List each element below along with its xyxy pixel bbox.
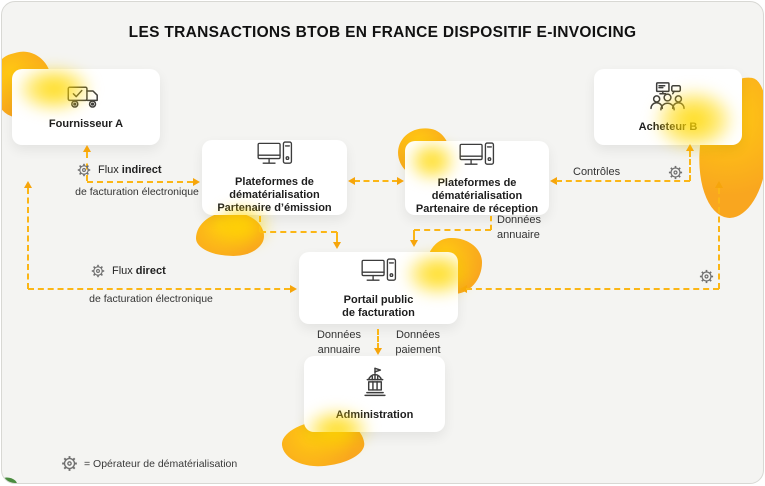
arrow-right-to-emission [193,178,200,186]
connector-controles [556,180,690,182]
node-label: Portail public de facturation [342,293,415,319]
connector-flux-direct-left-v [27,188,29,289]
node-plateforme-emission: Plateformes de dématérialisation Partena… [202,140,347,215]
connector-reception-portail-v2 [413,230,415,240]
node-administration: Administration [304,356,445,432]
leaf-decoration [2,474,18,483]
computer-icon [359,257,399,289]
flux-indirect-bold: indirect [121,164,162,176]
arrow-right-to-portail [290,285,297,293]
connector-emission-reception [354,180,398,182]
arrow-left-to-reception [550,177,557,185]
computer-icon [255,140,295,172]
label-flux-direct-sub: de facturation électronique [89,293,213,305]
truck-icon [65,84,107,112]
connector-controles-vertical [689,151,691,181]
connector-reception-portail-v1 [490,216,492,230]
buyers-group-icon [647,81,689,115]
arrow-up-to-fournisseur [83,145,91,152]
legend-text: = Opérateur de dématérialisation [84,457,238,470]
blob-emission [196,212,264,256]
connector-portail-administration [377,329,379,349]
arrow-left-to-emission [348,177,355,185]
connector-flux-indirect [87,181,193,183]
label-donnees-annuaire-bottom: Données annuaire [316,329,362,356]
label-controles: Contrôles [573,166,621,178]
arrow-up-flux-direct-left [24,181,32,188]
node-fournisseur-a: Fournisseur A [12,69,160,145]
flux-direct-bold: direct [135,265,166,277]
node-label: Acheteur B [638,120,698,133]
node-acheteur-b: Acheteur B [594,69,742,145]
node-label: Plateformes de dématérialisation Partena… [415,176,539,215]
connector-flux-direct-right-v [718,188,720,289]
flux-direct-normal: Flux [112,265,133,277]
node-label: Administration [335,408,414,421]
label-flux-indirect-sub: de facturation électronique [75,186,199,198]
flux-indirect-normal: Flux [98,164,119,176]
node-label: Plateformes de dématérialisation Partena… [217,176,332,214]
connector-flux-direct-left-h [28,288,290,290]
connector-flux-direct-right-h [466,288,719,290]
arrow-down-to-administration [374,348,382,355]
arrow-down-to-portail-right [410,240,418,247]
page-title: LES TRANSACTIONS BTOB EN FRANCE DISPOSIT… [128,24,637,41]
gear-icon [667,164,684,181]
connector-emission-portail-v2 [336,232,338,242]
legend-operateur: = Opérateur de dématérialisation [60,454,237,473]
government-building-icon [357,367,393,403]
label-donnees-annuaire-side: Données annuaire [497,214,542,241]
connector-emission-portail-v1 [259,216,261,232]
connector-reception-portail-h [414,229,491,231]
connector-emission-portail-h [260,231,337,233]
gear-icon [76,162,92,178]
gear-icon [698,268,715,285]
computer-icon [457,141,497,173]
arrow-down-to-portail-left [333,242,341,249]
node-label: Fournisseur A [48,117,124,130]
gear-icon [60,454,79,473]
node-plateforme-reception: Plateformes de dématérialisation Partena… [405,141,549,215]
arrow-up-flux-direct-right [715,181,723,188]
gear-icon [90,263,106,279]
node-portail-public: Portail public de facturation [299,252,458,324]
label-donnees-paiement: Données paiement [395,329,441,356]
arrow-up-to-acheteur [686,144,694,151]
arrow-right-to-reception [397,177,404,185]
